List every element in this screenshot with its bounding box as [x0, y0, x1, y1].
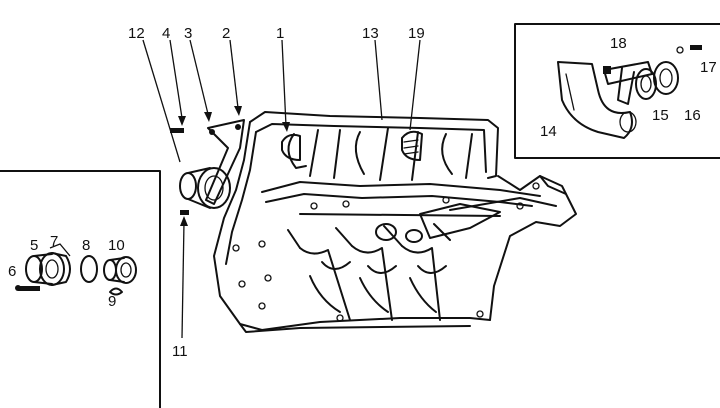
callout-12: 12 [128, 25, 145, 42]
inset-box-right [514, 23, 720, 159]
o-ring-part-8 [80, 255, 98, 283]
bracket-parts-2-3 [205, 119, 245, 205]
clip-part-9 [109, 287, 123, 296]
timing-cover-part-14 [557, 61, 637, 139]
front-seal-hub [179, 167, 231, 209]
callout-19: 19 [408, 25, 425, 42]
engine-block [213, 111, 577, 333]
callout-4: 4 [162, 25, 170, 42]
callout-14: 14 [540, 123, 557, 140]
callout-16: 16 [684, 107, 701, 124]
callout-10: 10 [108, 237, 125, 254]
leader-lines [49, 39, 421, 339]
callout-2: 2 [222, 25, 230, 42]
bracket-part-18 [603, 61, 653, 105]
callout-13: 13 [362, 25, 379, 42]
seal-housing-part-5-7 [15, 252, 71, 291]
callout-5: 5 [30, 237, 38, 254]
callout-labels: 12 4 3 2 1 13 19 11 5 6 7 8 9 10 18 17 1… [8, 25, 717, 360]
callout-11: 11 [172, 343, 188, 360]
callout-18: 18 [610, 35, 627, 52]
callout-3: 3 [184, 25, 192, 42]
inset-box-left [0, 170, 161, 408]
callout-6: 6 [8, 263, 16, 280]
callout-8: 8 [82, 237, 90, 254]
bolt-part-17 [676, 45, 702, 54]
callout-7: 7 [50, 233, 58, 250]
callout-1: 1 [276, 25, 284, 42]
dowel-part-4 [170, 128, 184, 133]
pulley-part-16 [653, 61, 679, 95]
callout-9: 9 [108, 293, 116, 310]
callout-17: 17 [700, 59, 717, 76]
plug-part-10 [103, 256, 137, 284]
pin-part-11 [180, 210, 189, 215]
seal-part-15 [635, 68, 657, 100]
callout-15: 15 [652, 107, 669, 124]
